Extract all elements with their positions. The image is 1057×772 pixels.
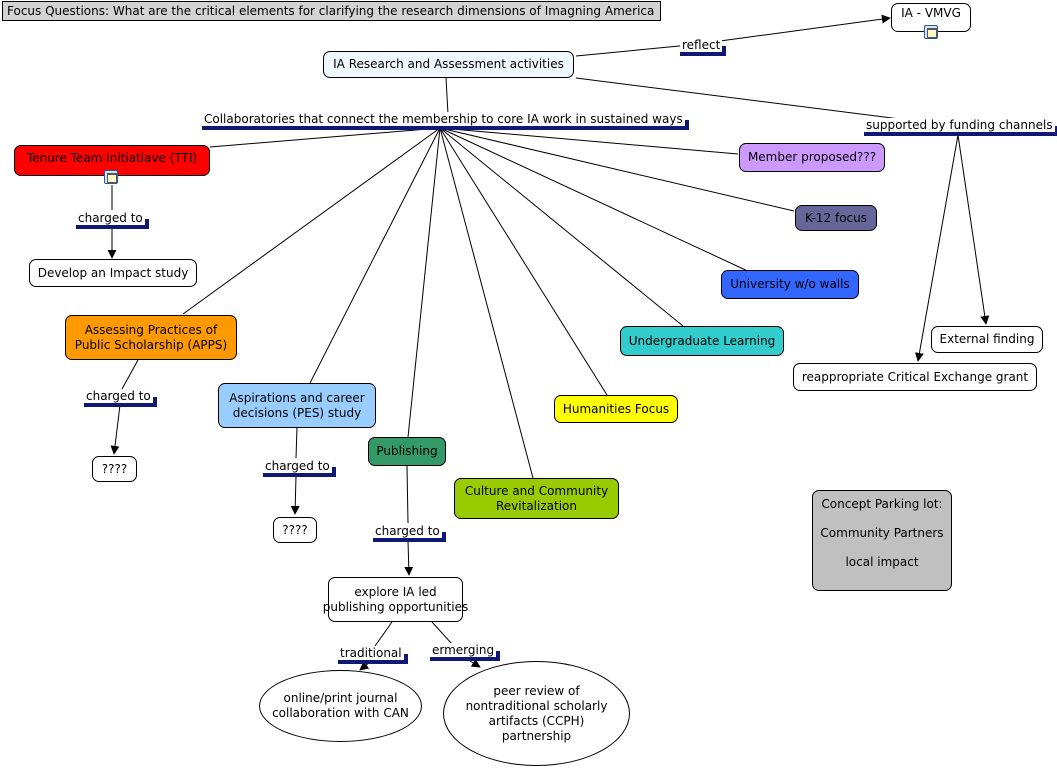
node-university-line-1: University w/o walls	[730, 277, 850, 291]
node-pes-result[interactable]: ????	[273, 517, 317, 543]
node-journal[interactable]: online/print journal collaboration with …	[259, 670, 422, 742]
node-external-line-1: External finding	[939, 332, 1035, 346]
node-ia-vmvg[interactable]: IA - VMVG	[891, 3, 971, 32]
link-label-collaboratories: Collaboratories that connect the members…	[202, 112, 689, 130]
document-icon[interactable]	[924, 25, 938, 39]
node-parking-lot-line-5: local impact	[845, 555, 919, 569]
document-icon[interactable]	[104, 170, 118, 184]
focus-question: Focus Questions: What are the critical e…	[2, 1, 661, 21]
node-humanities[interactable]: Humanities Focus	[554, 395, 678, 423]
focus-question-text: Focus Questions: What are the critical e…	[7, 3, 655, 18]
node-member-line-1: Member proposed???	[747, 150, 877, 164]
node-journal-line-2: collaboration with CAN	[272, 706, 409, 720]
node-parking-lot[interactable]: Concept Parking lot: Community Partners …	[812, 490, 952, 591]
node-apps-line-2: Public Scholarship (APPS)	[74, 337, 228, 352]
node-culture-line-1: Culture and Community	[464, 483, 609, 498]
node-explore-line-2: publishing opportunities	[322, 599, 469, 614]
node-peer-review-line-2: nontraditional scholarly	[465, 698, 608, 713]
node-journal-line-1: online/print journal	[283, 691, 398, 705]
node-reappropriate-line-1: reappropriate Critical Exchange grant	[801, 369, 1029, 384]
link-label-reflect: reflect	[680, 38, 727, 56]
node-peer-review-line-1: peer review of	[493, 683, 580, 698]
node-university[interactable]: University w/o walls	[721, 270, 859, 299]
node-apps[interactable]: Assessing Practices of Public Scholarshi…	[65, 315, 237, 360]
link-label-tti-charged: charged to	[76, 211, 149, 229]
node-ia-research[interactable]: IA Research and Assessment activities	[323, 51, 574, 78]
node-pes-line-2: decisions (PES) study	[232, 405, 362, 420]
link-label-pub-charged: charged to	[373, 524, 446, 542]
node-pes-result-line-1: ????	[282, 522, 308, 537]
link-label-funding: supported by funding channels	[864, 118, 1057, 136]
node-peer-review[interactable]: peer review of nontraditional scholarly …	[443, 661, 630, 766]
node-undergrad-line-1: Undergraduate Learning	[628, 333, 776, 348]
node-publishing[interactable]: Publishing	[368, 437, 446, 466]
node-peer-review-line-3: artifacts (CCPH)	[488, 713, 585, 728]
link-label-traditional: traditional	[338, 646, 408, 664]
node-impact-study[interactable]: Develop an Impact study	[29, 259, 197, 287]
node-peer-review-line-4: partnership	[501, 728, 572, 743]
node-ia-research-line-1: IA Research and Assessment activities	[333, 57, 564, 71]
node-culture[interactable]: Culture and Community Revitalization	[454, 478, 619, 519]
node-parking-lot-line-3: Community Partners	[820, 526, 944, 540]
node-member[interactable]: Member proposed???	[739, 143, 885, 172]
link-label-pes-charged: charged to	[263, 459, 336, 477]
node-apps-result-line-1: ????	[101, 461, 128, 476]
node-culture-line-2: Revitalization	[496, 498, 577, 513]
node-apps-result[interactable]: ????	[92, 456, 137, 482]
node-explore-line-1: explore IA led	[354, 584, 437, 599]
node-impact-study-line-1: Develop an Impact study	[37, 265, 189, 280]
node-pes[interactable]: Aspirations and career decisions (PES) s…	[218, 383, 376, 428]
node-ia-vmvg-line-1: IA - VMVG	[901, 6, 961, 20]
node-publishing-line-1: Publishing	[376, 444, 438, 458]
node-tti-line-1: Tenure Team Initiatiave (TTI)	[26, 151, 198, 165]
link-label-emerging: ermerging	[430, 643, 501, 661]
node-pes-line-1: Aspirations and career	[229, 390, 365, 405]
node-humanities-line-1: Humanities Focus	[562, 401, 670, 416]
node-k12[interactable]: K-12 focus	[795, 205, 877, 231]
node-parking-lot-line-1: Concept Parking lot:	[821, 497, 943, 511]
node-undergrad[interactable]: Undergraduate Learning	[620, 326, 784, 356]
node-explore[interactable]: explore IA led publishing opportunities	[323, 577, 468, 622]
node-k12-line-1: K-12 focus	[804, 210, 868, 225]
link-label-apps-charged: charged to	[84, 389, 157, 407]
node-apps-line-1: Assessing Practices of	[84, 322, 218, 337]
node-reappropriate[interactable]: reappropriate Critical Exchange grant	[793, 363, 1037, 391]
node-external[interactable]: External finding	[931, 326, 1043, 353]
